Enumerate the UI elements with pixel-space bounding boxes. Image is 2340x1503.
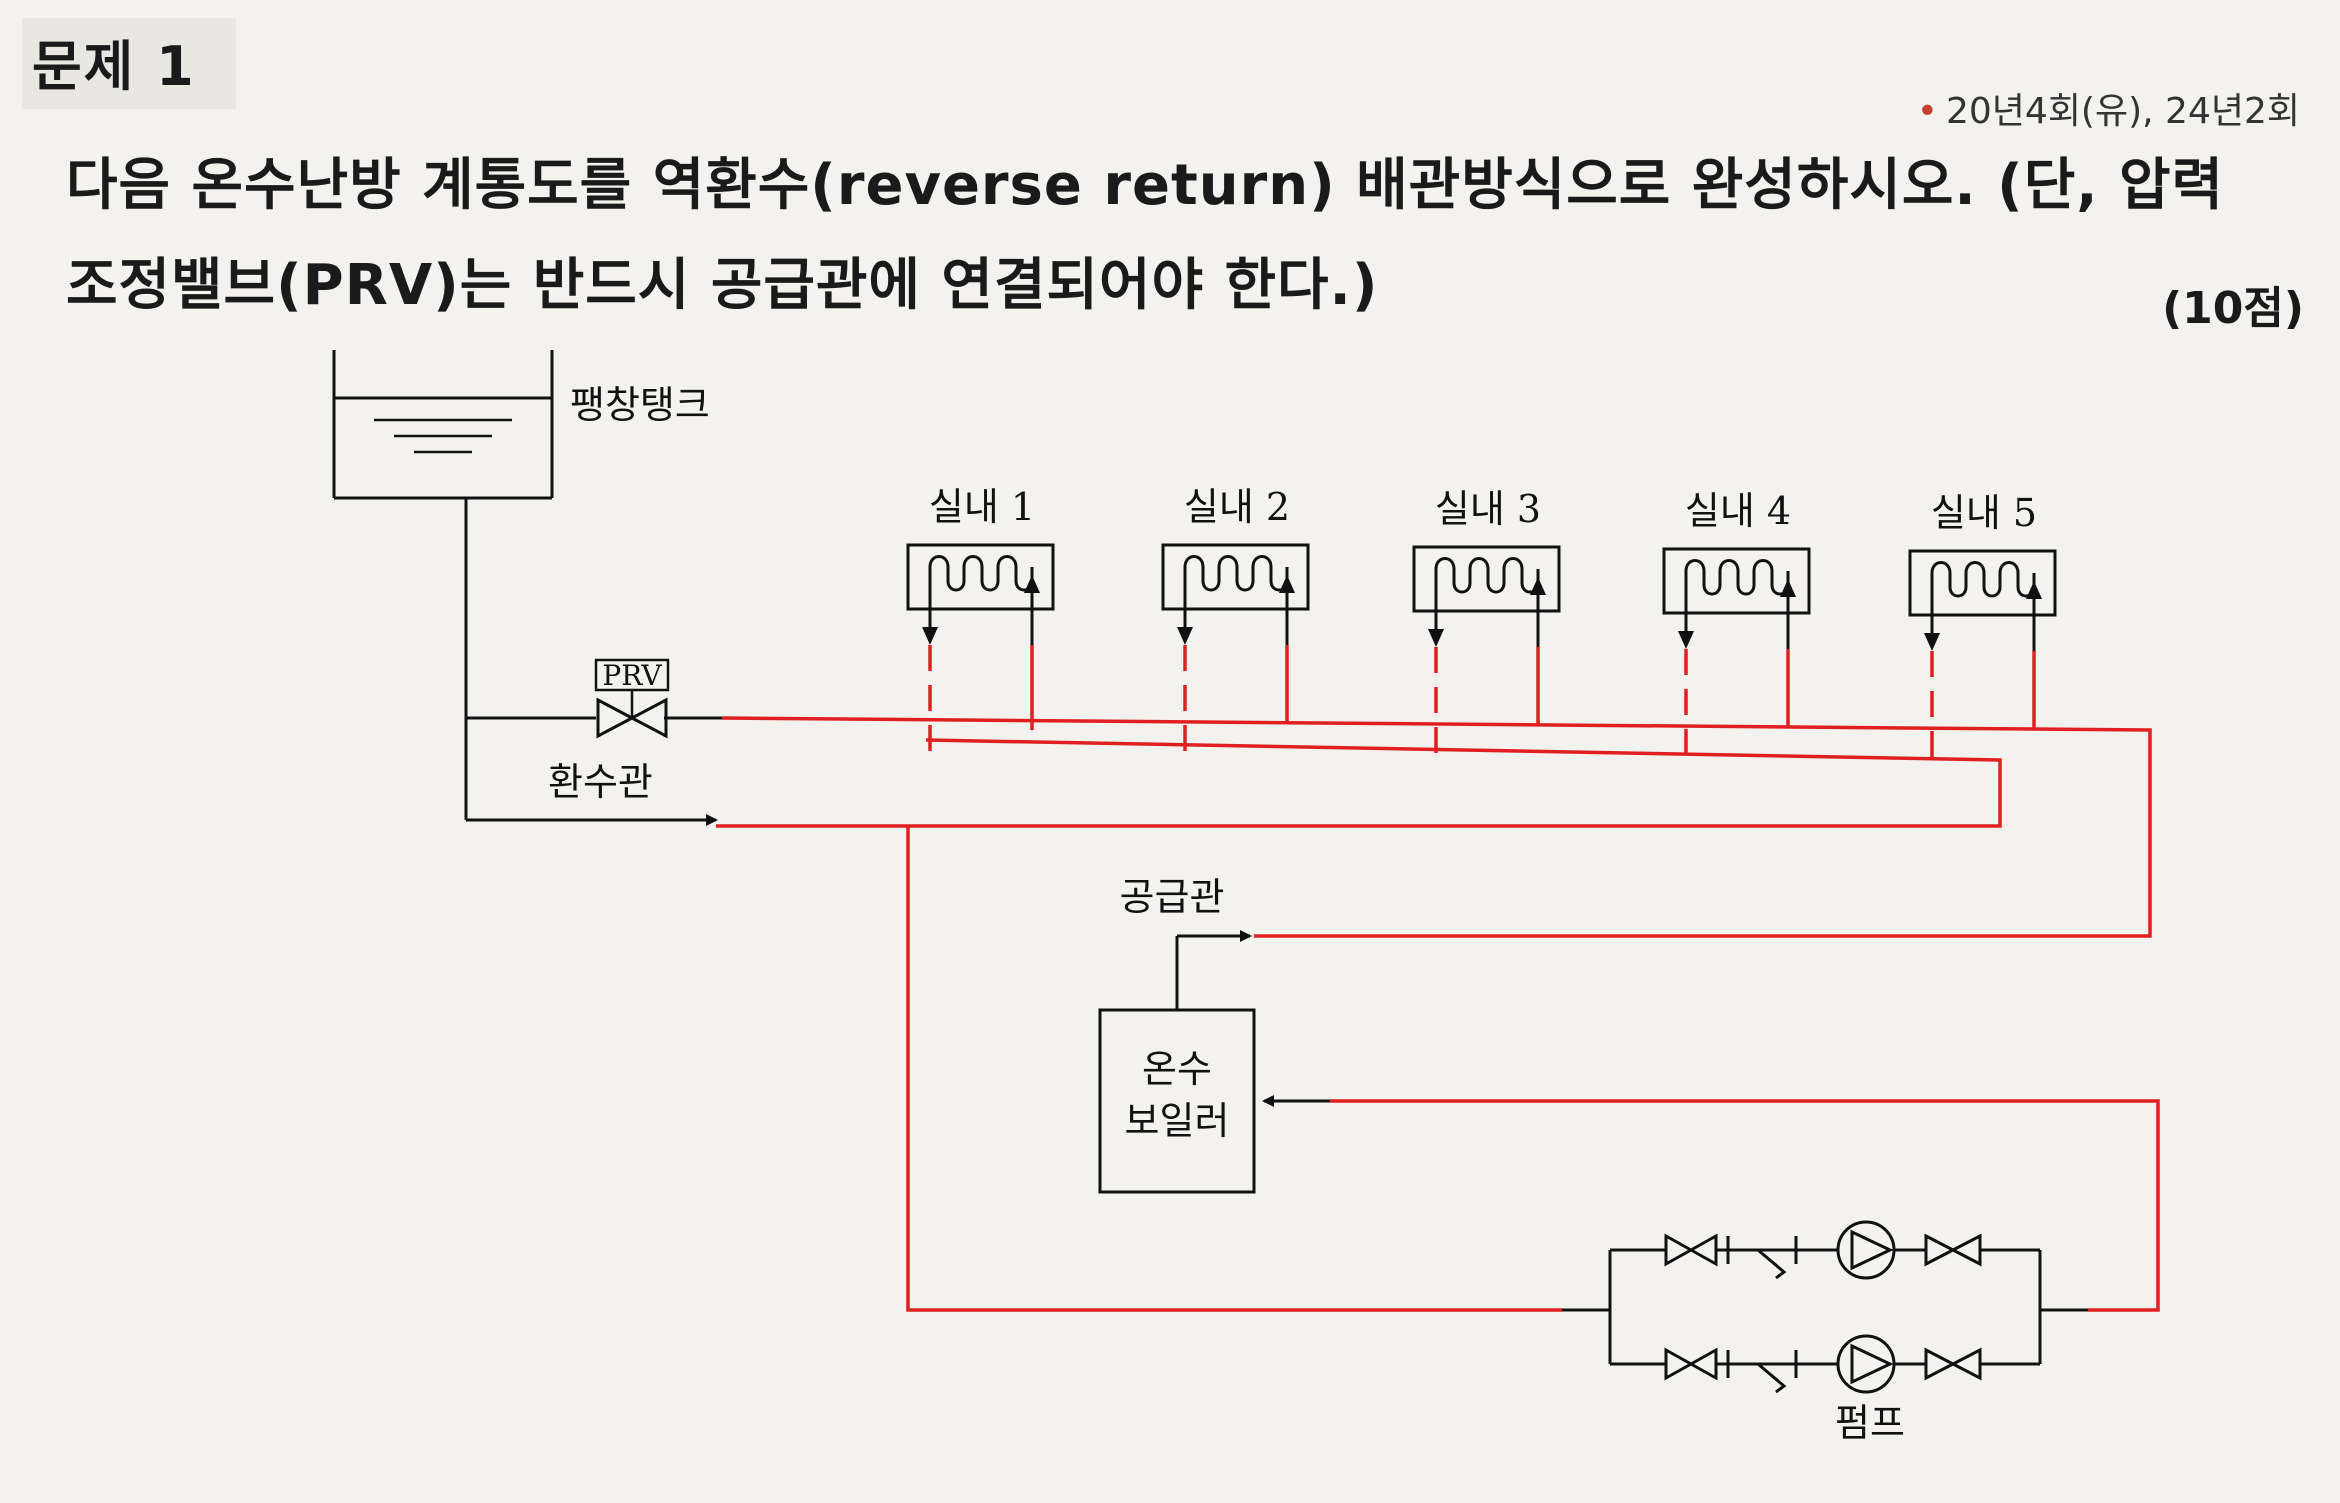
expansion-tank [332, 350, 554, 500]
room-5-label: 실내 5 [1931, 491, 2037, 535]
room-2-label: 실내 2 [1184, 485, 1290, 529]
radiator-3-icon [1412, 545, 1561, 649]
boiler-label-line2: 보일러 [1125, 1099, 1230, 1143]
room-3-label: 실내 3 [1435, 487, 1541, 531]
room-4-label: 실내 4 [1685, 489, 1791, 533]
source-note-text: 20년4회(유), 24년2회 [1945, 91, 2300, 132]
hot-water-boiler [1098, 930, 1330, 1194]
question-line-2: 조정밸브(PRV)는 반드시 공급관에 연결되어야 한다.) [66, 253, 1379, 318]
supply-pipe-label: 공급관 [1120, 875, 1225, 919]
bullet-icon: • [1916, 91, 1938, 132]
expansion-tank-label: 팽창탱크 [570, 383, 710, 427]
room-4: 실내 4 [1662, 489, 1811, 651]
boiler-label-line1: 온수 [1142, 1047, 1212, 1091]
supply-main-pipe [721, 716, 2152, 938]
radiator-4-icon [1662, 547, 1811, 651]
room-2: 실내 2 [1161, 485, 1310, 647]
return-main-pipe [716, 738, 2002, 828]
prv-label: PRV [602, 659, 662, 692]
room-1: 실내 1 [906, 485, 1055, 647]
source-note: •20년4회(유), 24년2회 [1917, 82, 2300, 134]
prv-valve [594, 658, 670, 739]
points-label: (10점) [2162, 283, 2304, 334]
tank-piping [464, 498, 722, 826]
room-5: 실내 5 [1908, 491, 2057, 653]
radiator-5-icon [1908, 549, 2057, 653]
room-1-label: 실내 1 [929, 485, 1035, 529]
return-to-pump-pipe [906, 826, 1562, 1312]
pump-station [1562, 1220, 2088, 1394]
pump-label: 펌프 [1835, 1401, 1905, 1445]
question-line-1: 다음 온수난방 계통도를 역환수(reverse return) 배관방식으로 … [66, 153, 2225, 218]
room-3: 실내 3 [1412, 487, 1561, 649]
return-pipe-label: 환수관 [548, 760, 653, 804]
radiator-2-icon [1161, 543, 1310, 647]
pump-to-boiler-pipe [1330, 1099, 2160, 1312]
problem-label: 문제 1 [22, 18, 236, 109]
reverse-return-piping [716, 645, 2160, 1312]
radiator-1-icon [906, 543, 1055, 647]
